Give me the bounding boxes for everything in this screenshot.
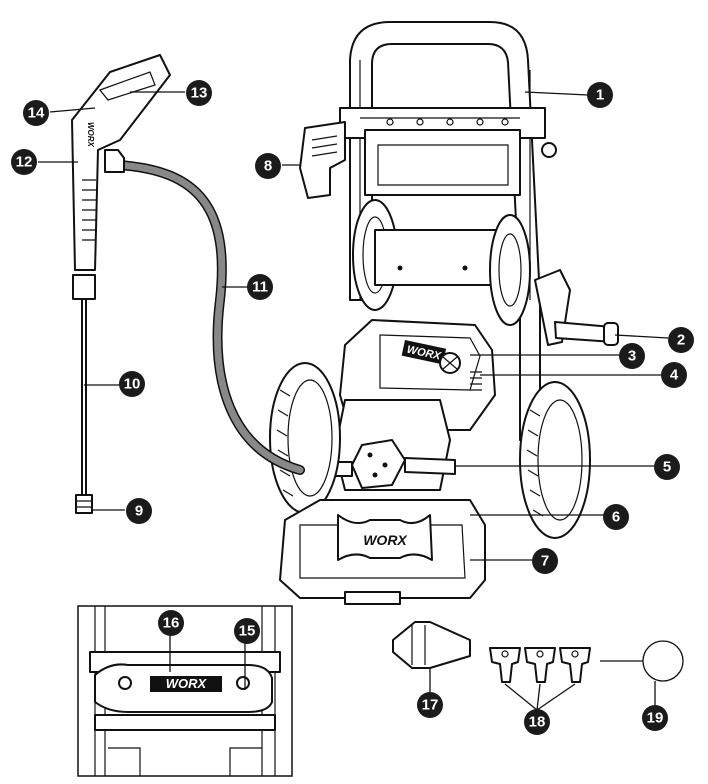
pressure-washer-illustration: WORX — [71, 21, 619, 605]
svg-text:4: 4 — [670, 367, 679, 384]
svg-text:2: 2 — [677, 332, 685, 349]
base-frame: WORX — [279, 499, 486, 605]
svg-text:5: 5 — [663, 459, 671, 476]
spray-lance — [72, 274, 96, 514]
svg-text:7: 7 — [541, 553, 549, 570]
svg-text:16: 16 — [163, 615, 180, 632]
callout-4: 4 — [661, 362, 687, 388]
callout-18: 18 — [524, 709, 550, 735]
gun-holder-bracket — [299, 121, 346, 199]
svg-text:11: 11 — [252, 279, 268, 296]
nozzle-1 — [489, 647, 521, 683]
nozzle-2 — [524, 647, 556, 683]
reel-crank-handle — [534, 269, 619, 346]
right-wheel — [519, 381, 591, 539]
svg-text:19: 19 — [647, 710, 664, 727]
callout-2: 2 — [668, 327, 694, 353]
o-ring — [642, 640, 684, 682]
inset-brand-logo: WORX — [166, 676, 208, 691]
callout-9: 9 — [126, 498, 152, 524]
svg-text:6: 6 — [612, 509, 620, 526]
svg-text:14: 14 — [28, 105, 45, 122]
callout-13: 13 — [186, 80, 212, 106]
pump-assembly — [294, 399, 456, 491]
svg-text:17: 17 — [422, 697, 439, 714]
svg-text:3: 3 — [628, 348, 636, 365]
callout-5: 5 — [654, 454, 680, 480]
svg-text:9: 9 — [135, 503, 143, 520]
callout-6: 6 — [603, 504, 629, 530]
gun-brand-logo: WORX — [86, 122, 95, 148]
callout-19: 19 — [642, 705, 668, 731]
svg-text:13: 13 — [191, 85, 208, 102]
callout-15: 15 — [234, 618, 260, 644]
callout-8: 8 — [255, 153, 281, 179]
callout-7: 7 — [532, 548, 558, 574]
frame-plate — [364, 129, 521, 196]
turbo-nozzle — [392, 621, 471, 669]
callout-1: 1 — [587, 82, 613, 108]
svg-text:12: 12 — [16, 154, 33, 171]
nozzle-3 — [559, 647, 591, 683]
svg-text:10: 10 — [124, 376, 141, 393]
callout-10: 10 — [119, 371, 145, 397]
callout-14: 14 — [23, 100, 49, 126]
callout-3: 3 — [619, 343, 645, 369]
callout-12: 12 — [11, 149, 37, 175]
left-wheel — [269, 362, 341, 514]
quick-connect-nozzles — [489, 647, 591, 683]
svg-text:18: 18 — [529, 714, 546, 731]
spray-gun: WORX — [71, 54, 171, 271]
svg-text:15: 15 — [239, 623, 256, 640]
hose-reel — [352, 199, 531, 326]
callout-11: 11 — [247, 274, 273, 300]
callout-16: 16 — [158, 610, 184, 636]
leader-lines — [38, 91, 669, 711]
svg-text:1: 1 — [596, 87, 604, 104]
base-brand-logo: WORX — [363, 532, 408, 548]
svg-text:8: 8 — [264, 158, 272, 175]
callout-17: 17 — [417, 692, 443, 718]
